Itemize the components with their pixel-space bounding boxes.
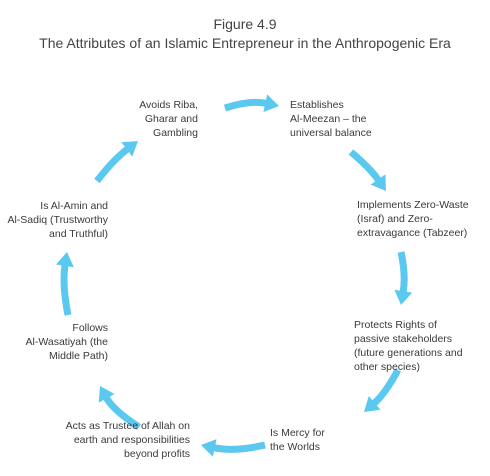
- arrow-bottom-right: [364, 368, 402, 412]
- attribute-line: Al-Sadiq (Trustworthy: [7, 214, 108, 226]
- attribute-middle-path: Follows Al-Wasatiyah (the Middle Path): [26, 321, 108, 363]
- arrowhead: [56, 252, 74, 268]
- attribute-line: Avoids Riba,: [139, 99, 198, 111]
- attribute-line: Middle Path): [49, 350, 108, 362]
- attribute-line: Implements Zero-Waste: [357, 199, 469, 211]
- attribute-mercy-for-worlds: Is Mercy for the Worlds: [270, 426, 325, 454]
- arrow-bottom: [201, 439, 266, 457]
- attribute-line: Establishes: [290, 99, 344, 111]
- attribute-avoids-riba: Avoids Riba, Gharar and Gambling: [139, 98, 198, 140]
- attribute-line: earth and responsibilities: [73, 434, 190, 446]
- attribute-line: Al-Wasatiyah (the: [25, 336, 108, 348]
- attribute-trustworthy-truthful: Is Al-Amin and Al-Sadiq (Trustworthy and…: [7, 199, 108, 241]
- arrow-shaft: [348, 149, 382, 183]
- arrowhead: [364, 396, 381, 412]
- arrowhead: [98, 386, 115, 403]
- arrowhead: [394, 289, 413, 305]
- attribute-line: Al-Meezan – the: [290, 113, 367, 125]
- arrow-shaft: [60, 264, 72, 316]
- arrowhead: [263, 94, 279, 112]
- attribute-line: and Truthful): [49, 228, 108, 240]
- attribute-line: extravagance (Tabzeer): [357, 227, 468, 239]
- attribute-line: Is Al-Amin and: [40, 200, 108, 212]
- arrow-shaft: [223, 98, 267, 112]
- arrow-top-right: [348, 149, 386, 191]
- attribute-line: Gharar and: [144, 113, 198, 125]
- attribute-line: universal balance: [290, 127, 372, 139]
- arrow-shaft: [212, 441, 266, 453]
- attribute-establishes-al-meezan: Establishes Al-Meezan – the universal ba…: [290, 98, 372, 140]
- attribute-line: other species): [354, 361, 420, 373]
- attribute-line: Gambling: [153, 127, 198, 139]
- arrow-shaft: [94, 146, 130, 184]
- arrow-shaft: [103, 395, 141, 430]
- attribute-line: (future generations and: [354, 347, 463, 359]
- arrowhead: [201, 439, 217, 457]
- arrow-bottom-left: [98, 386, 141, 430]
- attribute-line: passive stakeholders: [354, 333, 453, 345]
- arrowhead: [370, 174, 386, 191]
- attribute-line: Acts as Trustee of Allah on: [65, 420, 190, 432]
- arrow-top: [223, 94, 279, 112]
- attribute-trustee-of-allah: Acts as Trustee of Allah on earth and re…: [66, 419, 190, 461]
- attribute-zero-waste: Implements Zero-Waste (Israf) and Zero- …: [357, 198, 469, 240]
- attribute-line: Follows: [72, 322, 108, 334]
- figure-title: The Attributes of an Islamic Entrepreneu…: [39, 35, 451, 51]
- attribute-line: Protects Rights of: [354, 319, 437, 331]
- attribute-line: beyond profits: [124, 448, 190, 460]
- arrowhead: [121, 141, 138, 157]
- arrow-top-left: [94, 141, 138, 184]
- figure-label: Figure 4.9: [213, 16, 277, 32]
- arrow-shaft: [397, 251, 408, 293]
- attribute-protects-rights: Protects Rights of passive stakeholders …: [354, 318, 463, 374]
- arrow-left: [56, 252, 74, 316]
- attribute-line: Is Mercy for: [270, 427, 325, 439]
- arrow-right: [394, 251, 413, 305]
- attribute-line: (Israf) and Zero-: [357, 213, 433, 225]
- arrow-shaft: [371, 368, 402, 407]
- attribute-line: the Worlds: [270, 441, 320, 453]
